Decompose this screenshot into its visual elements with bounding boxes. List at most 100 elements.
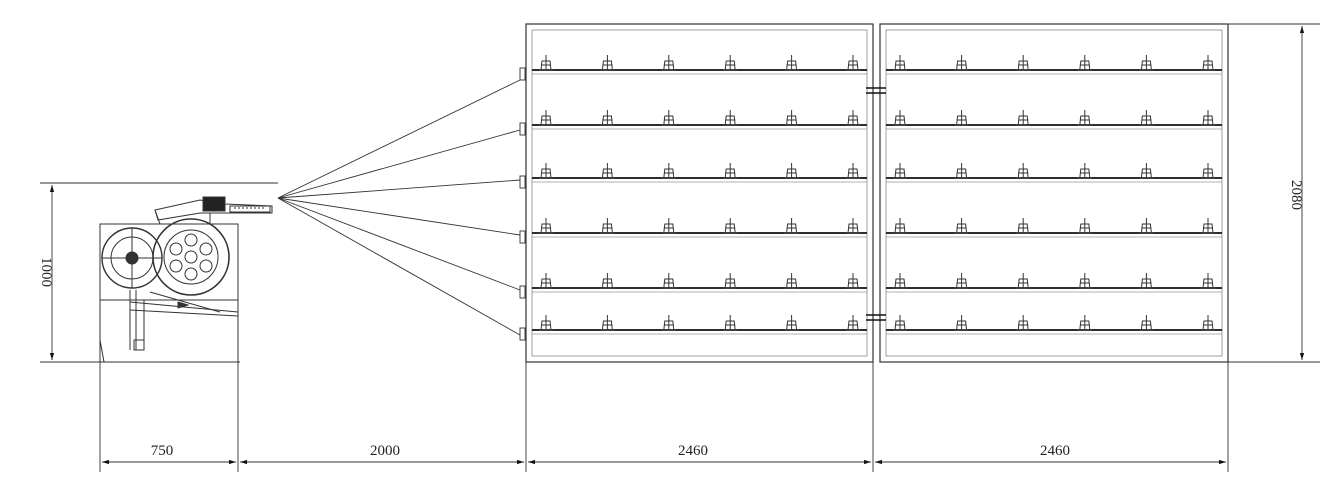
- bobbin-holder: [661, 218, 676, 234]
- bobbin-holder: [600, 315, 615, 331]
- bobbin-holder: [539, 163, 553, 179]
- bobbin-holder: [600, 163, 615, 179]
- creel-inner-outline: [531, 29, 868, 357]
- yarn-line: [277, 79, 521, 199]
- bobbin-holder: [893, 163, 907, 179]
- bobbin-holder: [723, 273, 738, 289]
- bobbin-holder: [1016, 110, 1031, 126]
- bobbin-holder: [661, 273, 676, 289]
- bobbin-holder: [1139, 218, 1154, 234]
- bobbin-holder: [661, 315, 676, 331]
- yarn-line: [277, 129, 521, 199]
- bobbin-holder: [1077, 218, 1092, 234]
- bobbin-holder: [893, 110, 907, 126]
- bobbin-holder: [661, 110, 676, 126]
- creel-outline: [525, 23, 874, 363]
- bobbin-holder: [954, 315, 969, 331]
- yarn-hook: [519, 285, 526, 299]
- dim-creel-1-width: 2460: [678, 443, 708, 459]
- bobbin-holder: [846, 315, 860, 331]
- bobbin-holder: [846, 55, 860, 71]
- bobbin-holder: [661, 55, 676, 71]
- yarn-hook: [519, 67, 526, 81]
- bobbin-holder: [846, 218, 860, 234]
- bobbin-holder: [1201, 273, 1215, 289]
- creel-outline: [879, 23, 1229, 363]
- bobbin-holder: [1077, 163, 1092, 179]
- bobbin-holder: [1139, 110, 1154, 126]
- bobbin-holder: [723, 110, 738, 126]
- bobbin-holder: [893, 273, 907, 289]
- bobbin-holder: [1077, 55, 1092, 71]
- bobbin-holder: [1139, 163, 1154, 179]
- bobbin-holder: [784, 110, 799, 126]
- bobbin-holder: [1077, 273, 1092, 289]
- bobbin-holder: [600, 55, 615, 71]
- yarn-line: [277, 179, 521, 199]
- bobbin-holder: [1139, 55, 1154, 71]
- bobbin-holder: [1139, 273, 1154, 289]
- creel-frame-2: [866, 23, 1229, 363]
- bobbin-holder: [600, 273, 615, 289]
- dim-spacing: 2000: [370, 443, 400, 459]
- creel-frame-1: [519, 23, 874, 363]
- bobbin-holder: [600, 110, 615, 126]
- bobbin-holder: [1016, 218, 1031, 234]
- bobbin-holder: [954, 273, 969, 289]
- bobbin-holder: [954, 110, 969, 126]
- bobbin-holder: [723, 218, 738, 234]
- bobbin-holder: [954, 218, 969, 234]
- bobbin-holder: [846, 273, 860, 289]
- bobbin-holder: [1201, 315, 1215, 331]
- winding-machine: [40, 182, 278, 363]
- yarn-line: [277, 197, 521, 236]
- dim-machine-height: 1000: [38, 257, 54, 287]
- bobbin-holder: [1016, 55, 1031, 71]
- dim-creel-2-width: 2460: [1040, 443, 1070, 459]
- bobbin-holder: [954, 55, 969, 71]
- bobbin-holder: [1016, 273, 1031, 289]
- bobbin-holder: [1016, 163, 1031, 179]
- bobbin-holder: [661, 163, 676, 179]
- dim-creel-height: 2080: [1288, 180, 1304, 210]
- bobbin-holder: [539, 110, 553, 126]
- yarn-line: [277, 197, 521, 336]
- bobbin-holder: [846, 110, 860, 126]
- bobbin-holder: [1201, 110, 1215, 126]
- bobbin-holder: [784, 315, 799, 331]
- yarn-lines: [277, 79, 521, 336]
- bobbin-holder: [954, 163, 969, 179]
- bobbin-holder: [539, 218, 553, 234]
- bobbin-holder: [539, 273, 553, 289]
- bobbin-holder: [846, 163, 860, 179]
- yarn-hook: [519, 122, 526, 136]
- bobbin-holder: [893, 218, 907, 234]
- bobbin-holder: [1139, 315, 1154, 331]
- yarn-hook: [519, 327, 526, 341]
- bobbin-holder: [723, 163, 738, 179]
- bobbin-holder: [784, 273, 799, 289]
- bobbin-holder: [539, 55, 553, 71]
- bobbin-holder: [893, 55, 907, 71]
- yarn-line: [277, 197, 521, 291]
- bobbin-holder: [784, 218, 799, 234]
- dim-machine-width: 750: [151, 443, 174, 459]
- bobbin-holder: [723, 315, 738, 331]
- bobbin-holder: [1077, 315, 1092, 331]
- bobbin-holder: [1016, 315, 1031, 331]
- bobbin-holder: [1077, 110, 1092, 126]
- bobbin-holder: [723, 55, 738, 71]
- bobbin-holder: [1201, 218, 1215, 234]
- yarn-hook: [519, 175, 526, 189]
- bobbin-holder: [539, 315, 553, 331]
- bobbin-holder: [1201, 163, 1215, 179]
- bobbin-holder: [600, 218, 615, 234]
- creel-inner-outline: [885, 29, 1223, 357]
- dimension-lines: [49, 23, 1320, 472]
- bobbin-holder: [784, 55, 799, 71]
- bobbin-holder: [1201, 55, 1215, 71]
- bobbin-holder: [784, 163, 799, 179]
- yarn-hook: [519, 230, 526, 244]
- bobbin-holder: [893, 315, 907, 331]
